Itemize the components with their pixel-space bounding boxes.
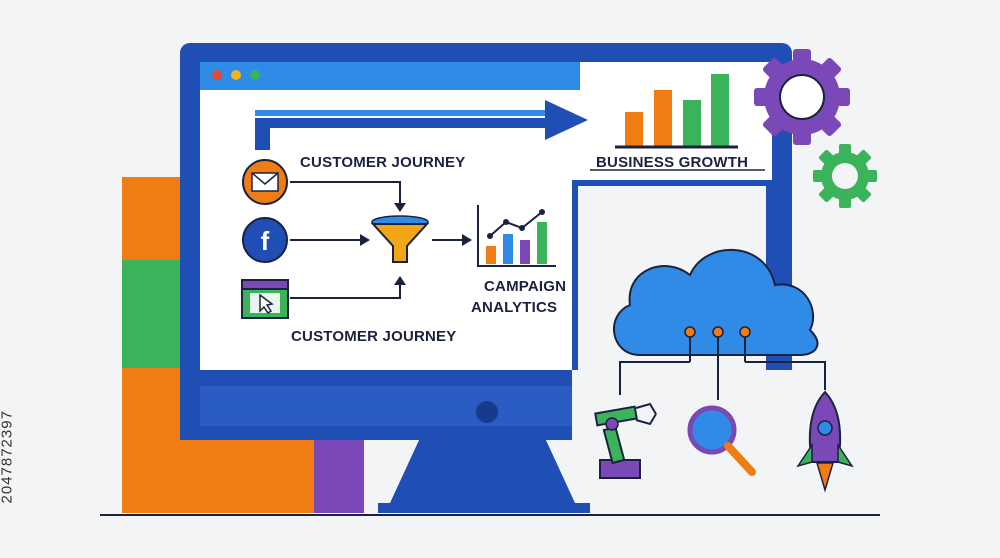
browser-titlebar	[200, 62, 580, 90]
monitor-stand	[378, 438, 590, 513]
growth-arrow	[255, 100, 588, 150]
power-button	[476, 401, 498, 423]
customer-journey-top-label: CUSTOMER JOURNEY	[300, 154, 466, 171]
gear-icon	[754, 49, 850, 145]
magnifier-icon	[687, 405, 756, 476]
journey-connectors	[290, 181, 472, 299]
rocket-icon	[796, 390, 854, 493]
stock-id: 2047872397	[0, 410, 16, 504]
svg-text:f: f	[261, 226, 270, 256]
campaign-label-line1: CAMPAIGN	[484, 278, 567, 295]
bar-chart-icon	[477, 205, 556, 267]
robotic-arm-icon	[594, 402, 657, 479]
growth-bar-chart	[590, 74, 765, 171]
campaign-label-line2: ANALYTICS	[471, 299, 558, 316]
small-gear-icon	[813, 144, 877, 208]
book-stack	[122, 177, 364, 513]
facebook-icon: f	[242, 217, 288, 263]
funnel-icon	[370, 215, 430, 263]
business-growth-label: BUSINESS GROWTH	[596, 154, 749, 171]
email-icon	[242, 159, 288, 205]
cloud-connectors	[619, 361, 826, 400]
browser-cursor-icon	[241, 279, 289, 319]
customer-journey-bottom-label: CUSTOMER JOURNEY	[291, 328, 457, 345]
cloud-icon	[613, 248, 819, 372]
